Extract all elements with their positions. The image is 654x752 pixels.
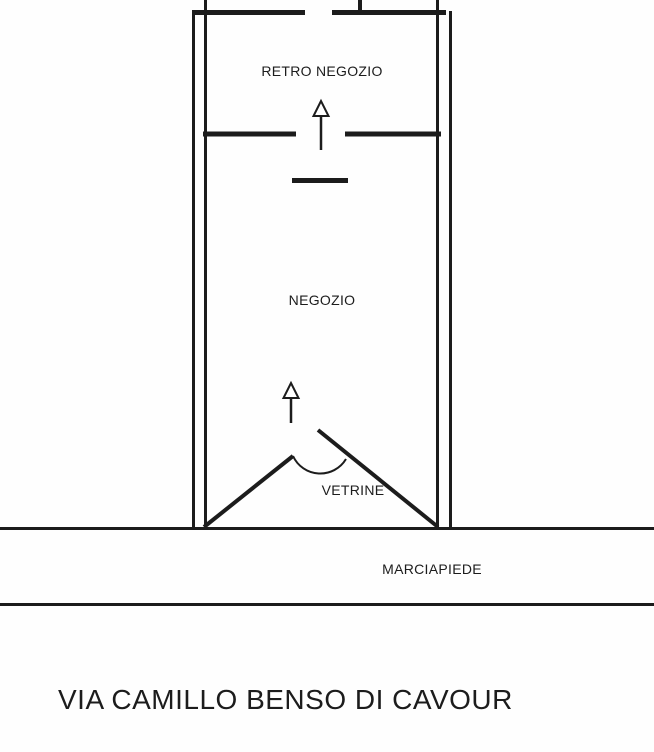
street-name-label: VIA CAMILLO BENSO DI CAVOUR [58, 684, 513, 715]
shop-label: NEGOZIO [288, 292, 356, 308]
shop-windows-label: VETRINE [321, 482, 385, 498]
back-room-label: RETRO NEGOZIO [261, 63, 383, 79]
shop-entrance-arrow-icon [281, 380, 301, 423]
back-room-arrow-icon [311, 98, 331, 150]
sidewalk-label: MARCIAPIEDE [382, 561, 482, 577]
sidewalk-lines [0, 527, 654, 606]
door-swing-arc [292, 455, 347, 475]
shop-window-lines [202, 428, 440, 529]
building-walls [192, 0, 452, 528]
